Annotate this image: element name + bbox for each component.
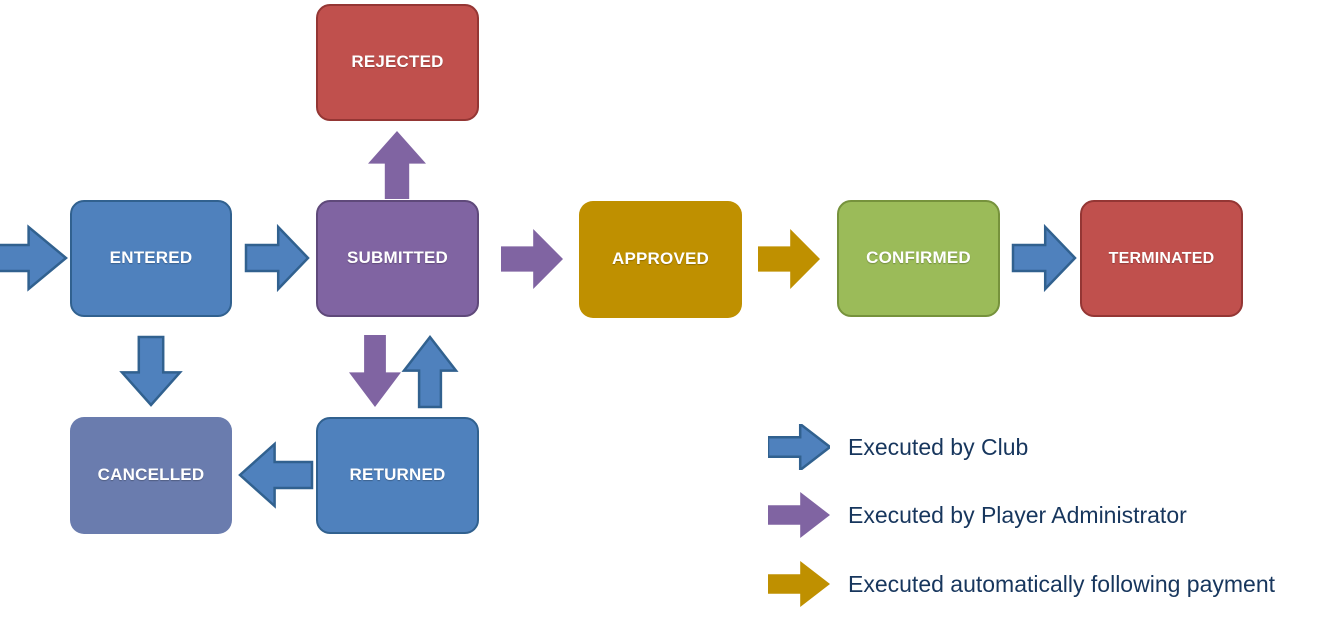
state-node-label: CANCELLED (97, 465, 205, 485)
legend-arrow-icon (768, 424, 830, 470)
state-node-label: RETURNED (349, 465, 446, 485)
transition-arrow-entered-to-submitted (244, 223, 310, 293)
state-node-terminated[interactable]: TERMINATED (1080, 200, 1243, 317)
state-node-submitted[interactable]: SUBMITTED (316, 200, 479, 317)
transition-arrow-entered-to-cancelled (119, 335, 183, 407)
legend-label: Executed by Player Administrator (848, 501, 1187, 528)
transition-arrow-submitted-to-rejected (368, 131, 426, 199)
state-node-label: APPROVED (611, 249, 709, 269)
transition-arrow-confirmed-to-terminated (1011, 223, 1077, 293)
transition-arrow-returned-to-cancelled (238, 441, 314, 509)
state-node-label: TERMINATED (1108, 249, 1215, 267)
state-node-label: CONFIRMED (866, 248, 971, 268)
legend-arrow-icon (768, 492, 830, 538)
transition-arrow-returned-to-submitted (401, 334, 459, 409)
state-node-label: REJECTED (351, 52, 444, 72)
state-node-cancelled[interactable]: CANCELLED (70, 417, 232, 534)
transition-arrow-approved-to-confirmed (758, 229, 820, 289)
transition-arrow-submitted-to-returned (349, 335, 401, 407)
state-node-label: SUBMITTED (347, 248, 448, 268)
legend-label: Executed automatically following payment (848, 570, 1276, 597)
state-node-rejected[interactable]: REJECTED (316, 4, 479, 121)
state-node-returned[interactable]: RETURNED (316, 417, 479, 534)
transition-arrow-start-to-entered (0, 224, 68, 292)
state-node-entered[interactable]: ENTERED (70, 200, 232, 317)
legend-label: Executed by Club (848, 433, 1029, 460)
legend-row-legend-player-administrator: Executed by Player Administrator (768, 492, 1187, 538)
state-node-approved[interactable]: APPROVED (579, 201, 742, 318)
transition-arrow-submitted-to-approved (501, 229, 563, 289)
legend-row-legend-automatic: Executed automatically following payment (768, 561, 1275, 607)
legend-arrow-icon (768, 561, 830, 607)
state-node-label: ENTERED (109, 248, 193, 268)
legend-row-legend-club: Executed by Club (768, 424, 1028, 470)
state-node-confirmed[interactable]: CONFIRMED (837, 200, 1000, 317)
